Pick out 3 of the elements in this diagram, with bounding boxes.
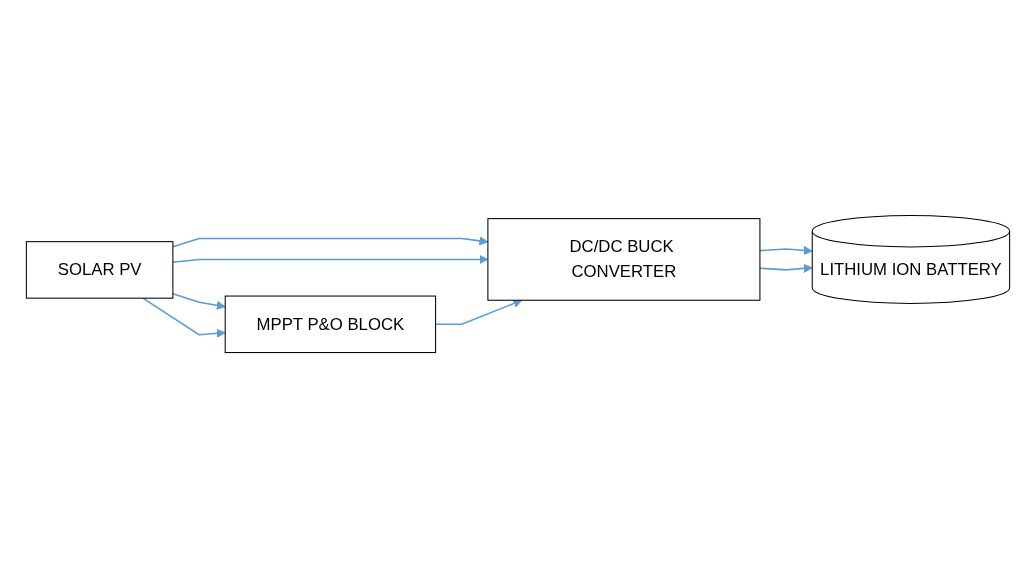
node-box: DC/DC BUCK CONVERTER: [486, 217, 760, 301]
node-box: SOLAR PV: [25, 240, 173, 299]
node-box: MPPT P&O BLOCK: [224, 295, 436, 353]
